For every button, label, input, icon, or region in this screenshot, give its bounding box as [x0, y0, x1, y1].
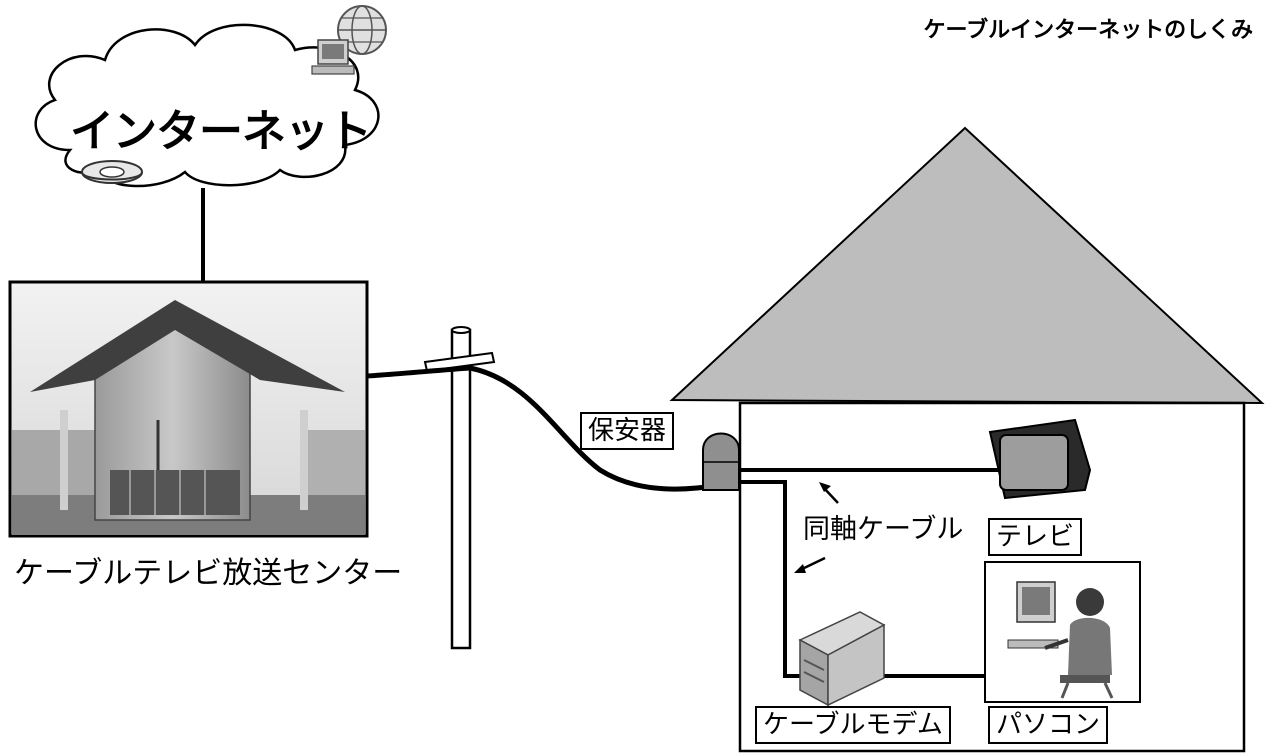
coax-cable-outdoor	[366, 365, 721, 492]
cable-modem-label: ケーブルモデム	[755, 706, 951, 744]
internet-cloud	[34, 23, 380, 188]
coax-cable-label: 同軸ケーブル	[803, 514, 964, 545]
protector-label: 保安器	[580, 412, 675, 450]
tv-icon	[988, 418, 1092, 500]
broadcast-center-label: ケーブルテレビ放送センター	[14, 556, 403, 591]
page-title: ケーブルインターネットのしくみ	[923, 18, 1253, 43]
internet-label: インターネット	[70, 106, 372, 157]
broadcast-center-photo	[8, 280, 369, 538]
modem-icon	[798, 611, 886, 707]
computer-icon	[311, 39, 355, 75]
cable-reel-icon	[81, 160, 143, 184]
utility-pole	[423, 326, 496, 650]
arrow-icon	[794, 482, 839, 573]
globe-icon	[337, 5, 387, 55]
person-at-computer-icon	[1007, 581, 1114, 699]
pc-label: パソコン	[988, 706, 1109, 744]
protector-device	[702, 432, 740, 491]
house-roof	[669, 126, 1265, 405]
tv-label: テレビ	[988, 518, 1083, 556]
